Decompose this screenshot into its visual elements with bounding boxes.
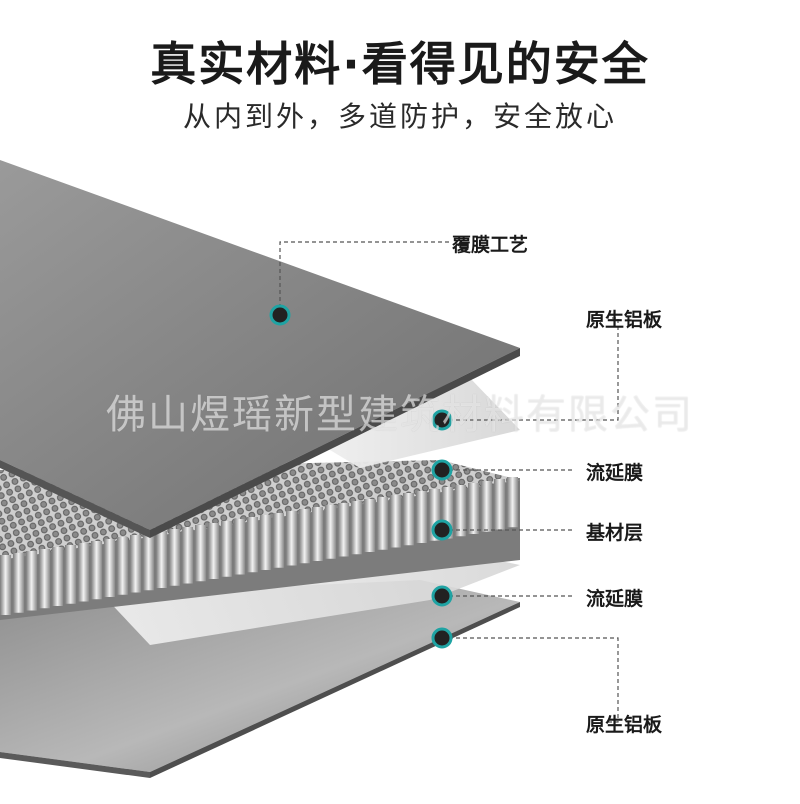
honeycomb-tube — [195, 525, 206, 582]
honeycomb-tube — [169, 529, 180, 586]
honeycomb-tube — [468, 483, 479, 534]
honeycomb-tube — [390, 495, 401, 548]
layer-label-coating: 覆膜工艺 — [452, 234, 529, 256]
layer-label-substrate: 基材层 — [586, 522, 644, 544]
honeycomb-tube — [416, 491, 427, 543]
layer-label-bottom-aluminium: 原生铝板 — [586, 714, 663, 736]
honeycomb-tube — [234, 519, 245, 575]
honeycomb-tube — [91, 541, 102, 600]
layer-label-cast-film-2: 流延膜 — [586, 588, 644, 610]
honeycomb-tube — [104, 539, 115, 597]
honeycomb-tube — [325, 505, 336, 559]
honeycomb-tube — [78, 543, 89, 602]
layer-label-cast-film-1: 流延膜 — [586, 462, 644, 484]
marker-dot-bottom-aluminium — [431, 627, 453, 649]
honeycomb-tube — [312, 507, 323, 561]
honeycomb-tube — [260, 515, 271, 570]
honeycomb-tube — [221, 521, 232, 577]
honeycomb-tube — [65, 545, 76, 604]
honeycomb-tube — [403, 493, 414, 546]
page-title: 真实材料·看得见的安全 — [150, 37, 650, 91]
honeycomb-tube — [338, 503, 349, 557]
honeycomb-tube — [39, 549, 50, 609]
honeycomb-tube — [182, 527, 193, 584]
page-subtitle: 从内到外，多道防护，安全放心 — [182, 100, 617, 133]
honeycomb-tube — [507, 477, 518, 528]
honeycomb-tube — [130, 535, 141, 593]
layer-label-top-aluminium: 原生铝板 — [586, 309, 663, 331]
company-watermark: 佛山煜瑶新型建筑材料有限公司 — [106, 392, 694, 438]
honeycomb-tube — [156, 531, 167, 588]
top-sheet-edge — [0, 460, 150, 538]
bottom-aluminium-sheet — [0, 580, 520, 772]
leader-line-bottom-aluminium — [442, 637, 619, 723]
leader-line-top-aluminium — [442, 317, 619, 421]
top-sheet-side — [150, 348, 520, 538]
bottom-sheet-edge — [0, 752, 150, 778]
honeycomb-cells — [0, 477, 518, 615]
leader-lines — [279, 241, 619, 723]
marker-dot-cast-film-1 — [431, 459, 453, 481]
honeycomb-tube — [247, 517, 258, 573]
honeycomb-tube — [13, 553, 24, 613]
honeycomb-tube — [286, 511, 297, 566]
upper-cast-film — [280, 378, 520, 468]
top-aluminium-sheet — [0, 160, 520, 530]
honeycomb-tube — [52, 547, 63, 606]
marker-dot-substrate — [431, 519, 453, 541]
honeycomb-tube — [0, 555, 11, 615]
layer-markers — [269, 304, 453, 649]
honeycomb-tube — [494, 479, 505, 530]
honeycomb-tube — [455, 485, 466, 537]
honeycomb-tube — [273, 513, 284, 568]
honeycomb-tube — [208, 523, 219, 579]
honeycomb-tube — [364, 499, 375, 552]
honeycomb-tube — [117, 537, 128, 595]
marker-dot-cast-film-2 — [431, 585, 453, 607]
honeycomb-tube — [351, 501, 362, 555]
marker-dot-top-aluminium — [431, 409, 453, 431]
leader-line-coating — [279, 241, 450, 315]
honeycomb-tube — [143, 533, 154, 591]
honeycomb-tube — [442, 487, 453, 539]
honeycomb-tube — [299, 509, 310, 564]
honeycomb-tube — [429, 489, 440, 541]
honeycomb-tube — [26, 551, 37, 611]
bottom-sheet-side — [150, 602, 520, 778]
honeycomb-tube — [481, 481, 492, 532]
marker-dot-coating — [269, 304, 291, 326]
honeycomb-tube — [377, 497, 388, 550]
